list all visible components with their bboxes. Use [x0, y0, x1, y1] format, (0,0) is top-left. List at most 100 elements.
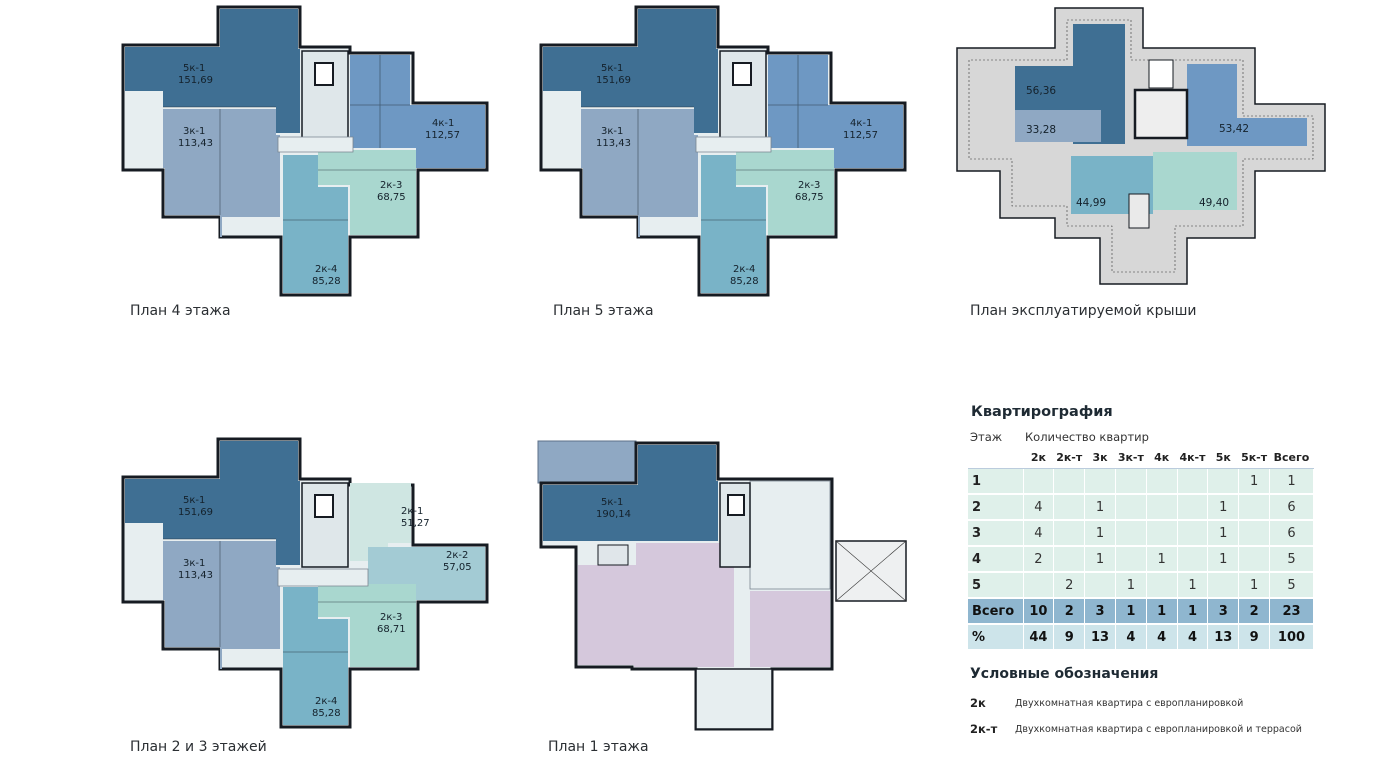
- legend-item: 2к Двухкомнатная квартира с европланиров…: [970, 696, 1350, 710]
- roof-terrace-5[interactable]: [1153, 152, 1237, 210]
- table-top-header: Этаж Количество квартир: [968, 430, 1318, 444]
- floor23-apt1-code: 5к-1: [183, 495, 205, 506]
- apt-3k-1[interactable]: [163, 109, 280, 237]
- apt-2k-4[interactable]: [283, 587, 348, 725]
- cell: 5: [1269, 546, 1314, 573]
- apt-2k-1[interactable]: [350, 483, 411, 561]
- cell: [1115, 494, 1147, 521]
- table-row: 5 2 1 1 1 5: [968, 572, 1314, 599]
- floor23-apt6-area: 85,28: [312, 708, 341, 719]
- stair-2: [597, 544, 629, 566]
- cell: 13: [1207, 624, 1240, 649]
- col-count-label: Количество квартир: [1025, 430, 1149, 444]
- floor5-apt3-area: 112,57: [843, 130, 878, 141]
- commercial-1[interactable]: [578, 543, 734, 667]
- cell: [1053, 546, 1086, 573]
- cell: [1177, 546, 1209, 573]
- cell: 1: [1207, 494, 1240, 521]
- floor1-apt1-area: 190,14: [596, 509, 631, 520]
- type-header: 5к-т: [1238, 447, 1270, 469]
- apt-5k-1[interactable]: [543, 445, 718, 541]
- roof-area-1: 56,36: [1026, 85, 1056, 97]
- apt-5k-1[interactable]: [125, 9, 300, 133]
- apt-2k-4[interactable]: [701, 155, 766, 293]
- cell: [1146, 494, 1178, 521]
- floor23-plan-drawing: 5к-1 151,69 3к-1 113,43 2к-1 51,27 2к-2 …: [121, 437, 489, 729]
- cell: 6: [1269, 494, 1314, 521]
- floor4-plan[interactable]: 5к-1 151,69 3к-1 113,43 4к-1 112,57 2к-3…: [118, 5, 490, 300]
- cell: [1084, 572, 1116, 599]
- row-floor: 2: [968, 494, 1024, 521]
- cell: 2: [1053, 598, 1086, 625]
- cell: 1: [1084, 520, 1116, 547]
- cell: [1207, 468, 1240, 495]
- row-floor: 3: [968, 520, 1024, 547]
- cell: 2: [1023, 546, 1055, 573]
- apt-2k-4[interactable]: [283, 155, 348, 293]
- cell: 4: [1177, 624, 1209, 649]
- cell: 1: [1269, 468, 1314, 495]
- cell: [1177, 520, 1209, 547]
- cell: 4: [1115, 624, 1147, 649]
- apt-2k-3[interactable]: [318, 150, 416, 235]
- cell: [1053, 494, 1086, 521]
- floor4-apt1-code: 5к-1: [183, 63, 205, 74]
- cell: 44: [1023, 624, 1055, 649]
- row-floor: 1: [968, 468, 1024, 495]
- apt-2k-3[interactable]: [736, 150, 834, 235]
- floor4-apt1-area: 151,69: [178, 75, 213, 86]
- floor4-apt2-code: 3к-1: [183, 126, 205, 137]
- commercial-2[interactable]: [750, 591, 830, 667]
- elevator: [314, 62, 334, 86]
- row-floor: 5: [968, 572, 1024, 599]
- floor1-caption: План 1 этажа: [548, 739, 649, 755]
- apt-2k-3[interactable]: [318, 584, 416, 667]
- cell: 1: [1146, 598, 1178, 625]
- table-row: 3 4 1 1 6: [968, 520, 1314, 547]
- roof-area-4: 44,99: [1076, 197, 1106, 209]
- floor23-apt2-code: 3к-1: [183, 558, 205, 569]
- floor23-apt6-code: 2к-4: [315, 696, 337, 707]
- floor5-apt5-area: 85,28: [730, 276, 759, 287]
- apt-4k-1[interactable]: [350, 55, 485, 168]
- cell: 1: [1238, 468, 1270, 495]
- apt-5k-1[interactable]: [125, 441, 300, 565]
- floor1-service: [749, 480, 831, 590]
- col-floor-label: Этаж: [970, 430, 1003, 444]
- row-floor: 4: [968, 546, 1024, 573]
- cell: 2: [1238, 598, 1270, 625]
- cell: [1115, 468, 1147, 495]
- floor5-apt2-code: 3к-1: [601, 126, 623, 137]
- cell: [1053, 468, 1086, 495]
- entrance-hall: [695, 668, 773, 730]
- legend-item: 2к-т Двухкомнатная квартира с европланир…: [970, 722, 1350, 736]
- legend-desc: Двухкомнатная квартира с европланировкой…: [1015, 723, 1302, 735]
- cell: 1: [1238, 572, 1270, 599]
- floor23-caption: План 2 и 3 этажей: [130, 739, 267, 755]
- cell: 13: [1084, 624, 1116, 649]
- legend-key: 2к: [970, 696, 986, 710]
- type-header: 5к: [1207, 447, 1239, 469]
- floor23-apt3-code: 2к-1: [401, 506, 423, 517]
- cell: 1: [1115, 572, 1147, 599]
- cell: [1146, 468, 1178, 495]
- roof-terrace-2[interactable]: [1015, 110, 1101, 142]
- apt-4k-1[interactable]: [768, 55, 903, 168]
- floor5-plan[interactable]: 5к-1 151,69 3к-1 113,43 4к-1 112,57 2к-3…: [536, 5, 908, 300]
- apt-3k-1[interactable]: [163, 541, 280, 669]
- roof-area-2: 33,28: [1026, 124, 1056, 136]
- cell: 9: [1238, 624, 1270, 649]
- floor1-plan[interactable]: 5к-1 190,14: [536, 437, 908, 732]
- roof-area-3: 53,42: [1219, 123, 1249, 135]
- apt-5k-1[interactable]: [543, 9, 718, 133]
- cell: 1: [1115, 598, 1147, 625]
- floor5-apt4-code: 2к-3: [798, 180, 820, 191]
- apt-3k-1[interactable]: [581, 109, 698, 237]
- cell: [1177, 494, 1209, 521]
- roof-terrace-3[interactable]: [1187, 64, 1307, 146]
- floor23-plan[interactable]: 5к-1 151,69 3к-1 113,43 2к-1 51,27 2к-2 …: [118, 437, 490, 732]
- roof-plan[interactable]: 56,36 33,28 53,42 44,99 49,40: [955, 6, 1328, 286]
- cell: [1023, 468, 1055, 495]
- cell: 1: [1084, 546, 1116, 573]
- floor23-apt5-area: 68,71: [377, 624, 406, 635]
